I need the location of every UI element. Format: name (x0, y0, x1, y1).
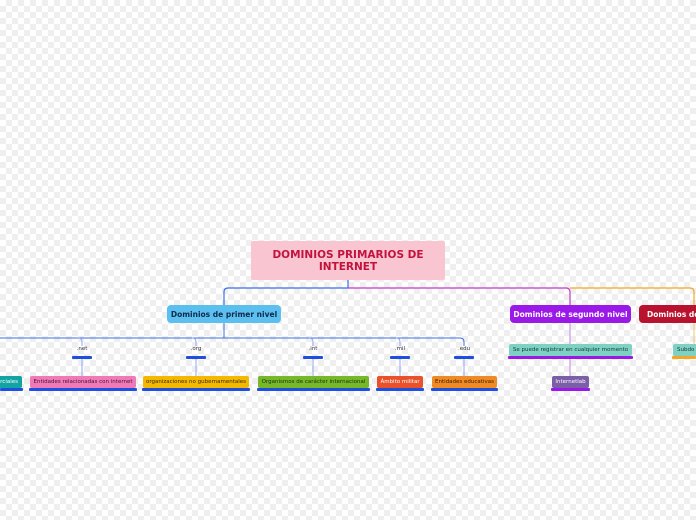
underline-mil (390, 356, 410, 359)
connector-primer-bus (0, 323, 465, 346)
domain-label-edu[interactable]: .edu (457, 346, 471, 352)
connector-leaves (81, 359, 465, 376)
underline-int-desc (257, 388, 370, 391)
underline-edu (454, 356, 474, 359)
branch-segundo-nivel[interactable]: Dominios de segundo nivel (510, 305, 631, 323)
underline-org-desc (142, 388, 250, 391)
branch-tercer-nivel[interactable]: Dominios de (639, 305, 696, 323)
domain-label-mil[interactable]: .mil (394, 346, 406, 352)
leaf-mil-desc[interactable]: Ámbito militar (377, 376, 423, 388)
connector-primer-drops (77, 337, 401, 346)
domain-label-net[interactable]: .net (76, 346, 88, 352)
leaf-segundo-ejemplo[interactable]: Internetlab (552, 376, 589, 388)
root-topic[interactable]: DOMINIOS PRIMARIOS DE INTERNET (251, 241, 445, 280)
underline-net-desc (29, 388, 137, 391)
leaf-tercer-sub[interactable]: Subdo (673, 344, 696, 356)
underline-org (186, 356, 206, 359)
domain-label-int[interactable]: .int (308, 346, 318, 352)
underline-segundo-ejemplo (551, 388, 590, 391)
underline-net (72, 356, 92, 359)
leaf-org-desc[interactable]: organizaciones no gubernamentales (143, 376, 249, 388)
underline-tercer-sub (672, 356, 696, 359)
underline-com-desc (0, 388, 23, 391)
leaf-edu-desc[interactable]: Entidades educativas (432, 376, 497, 388)
leaf-net-desc[interactable]: Entidades relacionadas con internet (30, 376, 136, 388)
connector-root-primer (223, 280, 349, 306)
domain-label-org[interactable]: .org (190, 346, 202, 352)
underline-mil-desc (376, 388, 424, 391)
leaf-int-desc[interactable]: Organismos de carácter internacional (258, 376, 369, 388)
underline-segundo-registro (508, 356, 633, 359)
branch-primer-nivel[interactable]: Dominios de primer nivel (167, 305, 281, 323)
leaf-com-desc[interactable]: erciales (0, 376, 22, 388)
leaf-segundo-registro[interactable]: Se puede registrar en cualquier momento (509, 344, 632, 356)
underline-int (303, 356, 323, 359)
underline-edu-desc (431, 388, 498, 391)
connector-root-tercer (570, 287, 695, 306)
connector-root-segundo (348, 287, 571, 306)
